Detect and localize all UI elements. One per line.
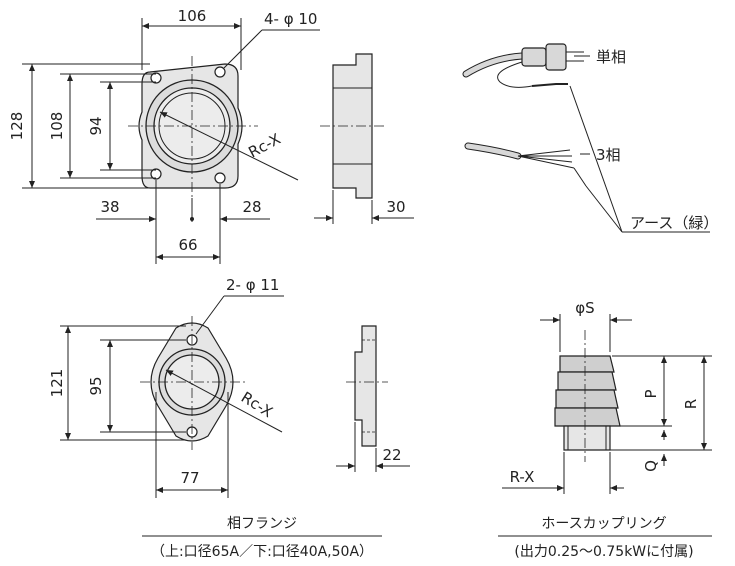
label-single-phase: 単相 [596, 48, 626, 66]
dim-95: 95 [87, 376, 105, 395]
dim-108: 108 [48, 112, 66, 141]
dim-22: 22 [382, 446, 401, 464]
small-flange-front-view [140, 316, 246, 450]
label-holes-2-phi11: 2- φ 11 [226, 276, 279, 294]
dim-q: Q [642, 460, 660, 472]
small-flange-dimensions [60, 295, 284, 498]
label-thread-rc-x-large: Rc-X [245, 130, 283, 162]
hose-coupling [502, 314, 712, 494]
large-flange-dimensions [22, 18, 320, 264]
dim-77: 77 [180, 469, 199, 487]
dim-106: 106 [178, 7, 207, 25]
caption-hose-note: (出力0.25～0.75kWに付属) [514, 544, 693, 560]
label-earth-green: アース（緑） [630, 214, 718, 232]
caption-flange-title: 相フランジ [227, 516, 297, 532]
dim-p: P [642, 389, 660, 398]
small-flange-side-view [336, 325, 410, 472]
dim-128: 128 [8, 112, 26, 141]
dim-30: 30 [386, 198, 405, 216]
label-three-phase: 3相 [596, 146, 621, 164]
dim-38: 38 [100, 198, 119, 216]
label-holes-4-phi10: 4- φ 10 [264, 10, 317, 28]
dim-phi-s: φS [575, 299, 594, 317]
caption-hose-title: ホースカップリング [541, 516, 666, 532]
dim-66: 66 [178, 236, 197, 254]
single-phase-cord [462, 43, 584, 88]
dim-r-x: R-X [510, 468, 535, 486]
caption-flange-note: （上:口径65A／下:口径40A,50A） [151, 544, 373, 560]
large-flange-side-view [314, 53, 414, 224]
label-thread-rc-x-small: Rc-X [238, 388, 276, 421]
dim-r: R [682, 399, 700, 409]
dim-28: 28 [242, 198, 261, 216]
large-flange-front-view [128, 56, 258, 198]
dim-121: 121 [48, 369, 66, 398]
three-phase-cord [464, 142, 587, 187]
dim-94: 94 [87, 116, 105, 135]
cord-leader-lines [569, 55, 710, 233]
